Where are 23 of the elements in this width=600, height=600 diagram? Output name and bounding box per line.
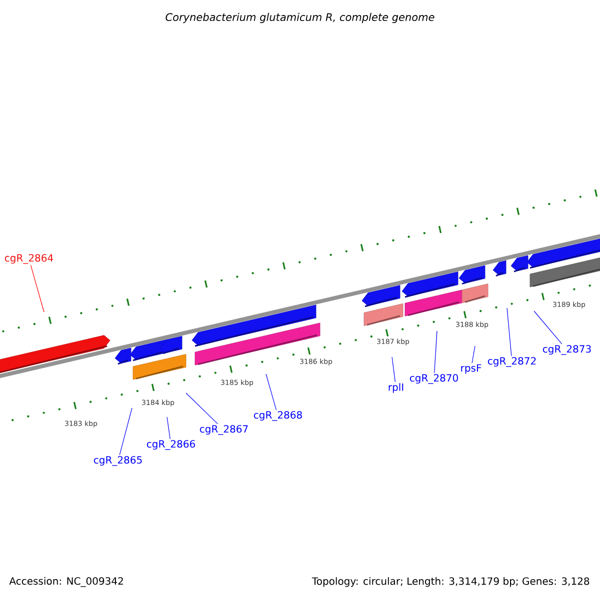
leader-line	[30, 264, 44, 312]
leader-line	[534, 310, 562, 344]
gene-label: rplI	[388, 383, 404, 393]
gene-label: cgR_2873	[542, 345, 591, 355]
leader-line	[434, 330, 438, 374]
title: Corynebacterium glutamicum R, complete genome	[166, 12, 434, 24]
leader-line	[472, 346, 476, 364]
gene-label: cgR_2867	[200, 425, 248, 435]
leader-line	[506, 308, 512, 356]
leader-line	[186, 392, 218, 424]
gene-label: cgR_2865	[94, 456, 142, 466]
gene-label: cgR_2864	[4, 254, 54, 264]
info-text: Topology: circular; Length: 3,314,179 bp; Genes: 3,128	[312, 577, 590, 587]
leader-line	[166, 416, 170, 440]
info-text: Accession: NC_009342	[9, 577, 123, 587]
gene-label: rpsF	[461, 364, 482, 374]
gene-label: cgR_2872	[488, 357, 536, 367]
gene-label: cgR_2868	[254, 411, 302, 421]
leader-line	[266, 374, 277, 410]
leader-line	[392, 356, 396, 382]
gene-label: cgR_2866	[146, 440, 195, 450]
leader-line	[119, 408, 132, 456]
gene-label: cgR_2870	[410, 374, 458, 384]
